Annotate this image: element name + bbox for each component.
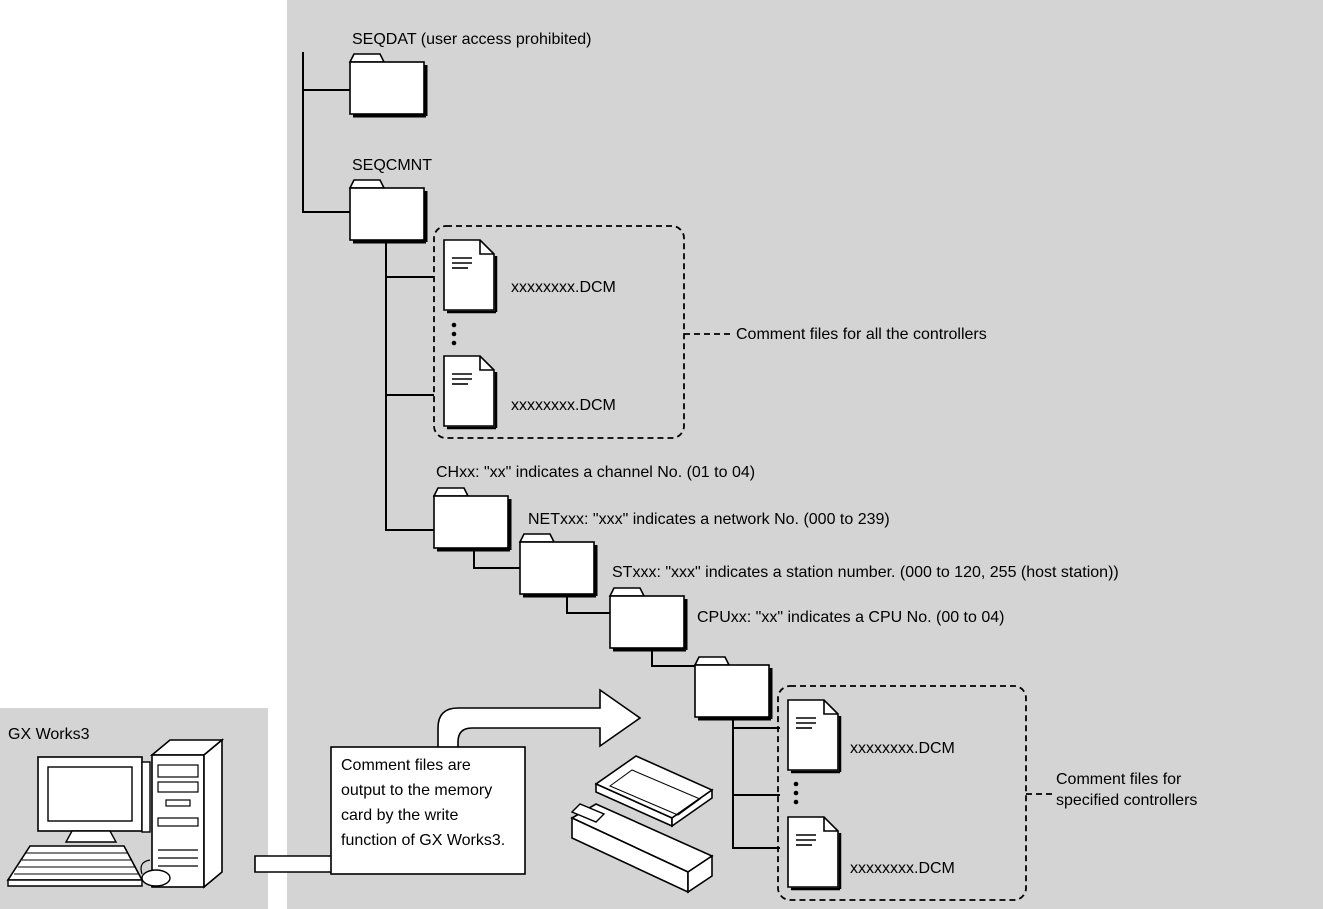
file-group-all-box: [433, 225, 685, 439]
file-name-specified-1: xxxxxxxx.DCM: [850, 740, 955, 757]
folder-icon-chxx: [432, 486, 512, 552]
folder-label-netxxx: NETxxx: "xxx" indicates a network No. (0…: [528, 511, 890, 528]
ellipsis-dot: [451, 322, 457, 328]
computer-icon: [6, 738, 225, 889]
annotation-specified-line1: Comment files for: [1056, 771, 1182, 788]
callout-line-1: Comment files are: [341, 757, 471, 774]
callout-line-2: output to the memory: [341, 782, 492, 799]
folder-icon-netxxx: [518, 532, 598, 598]
annotation-specified-line2: specified controllers: [1056, 792, 1197, 809]
ellipsis-dot: [793, 799, 799, 805]
folder-label-cpuxx: CPUxx: "xx" indicates a CPU No. (00 to 0…: [697, 609, 1004, 626]
callout-line-3: card by the write: [341, 807, 458, 824]
memory-card-icon: [594, 755, 714, 828]
annotation-all-controllers: Comment files for all the controllers: [736, 326, 987, 343]
tree-line-stxxx: [651, 650, 696, 667]
folder-icon-seqdat: [348, 52, 428, 118]
pc-label: GX Works3: [8, 726, 90, 743]
folder-icon-cpuxx: [693, 655, 773, 721]
usb-drive-icon: [570, 803, 714, 894]
tree-line-root: [302, 52, 350, 213]
folder-icon-stxxx: [608, 586, 688, 652]
file-name-all-1: xxxxxxxx.DCM: [511, 279, 616, 296]
folder-icon-seqcmnt: [348, 178, 428, 244]
file-name-all-2: xxxxxxxx.DCM: [511, 397, 616, 414]
callout-line-4: function of GX Works3.: [341, 832, 505, 849]
file-name-specified-2: xxxxxxxx.DCM: [850, 860, 955, 877]
folder-label-seqdat: SEQDAT (user access prohibited): [352, 31, 592, 48]
callout-box: [330, 746, 526, 875]
tree-line-cpuxx-end: [732, 795, 780, 849]
ellipsis-dot: [793, 781, 799, 787]
file-group-specified-box: [777, 685, 1027, 901]
tree-line-seqcmnt: [385, 242, 434, 531]
document-icon-specified-1: [786, 698, 842, 774]
tree-line-chxx: [473, 551, 520, 569]
folder-label-seqcmnt: SEQCMNT: [352, 157, 432, 174]
folder-label-stxxx: STxxx: "xxx" indicates a station number.…: [612, 564, 1119, 581]
ellipsis-dot: [451, 340, 457, 346]
tree-line-netxxx: [566, 597, 610, 614]
ellipsis-dot: [793, 790, 799, 796]
ellipsis-dot: [451, 331, 457, 337]
document-icon-specified-2: [786, 815, 842, 891]
folder-label-chxx: CHxx: "xx" indicates a channel No. (01 t…: [436, 464, 755, 481]
document-icon-all-1: [442, 238, 498, 314]
document-icon-all-2: [442, 354, 498, 430]
